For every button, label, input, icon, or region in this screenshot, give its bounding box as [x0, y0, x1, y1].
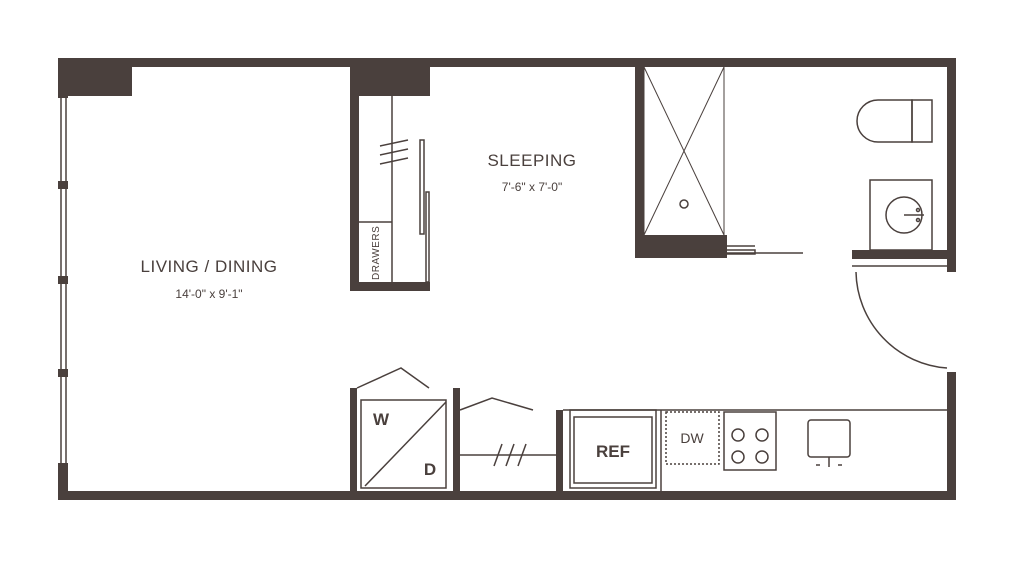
washer-label: W: [373, 410, 390, 429]
entry-door[interactable]: [852, 265, 948, 369]
closet-wall-left: [350, 58, 359, 290]
room-name-living: LIVING / DINING: [141, 257, 278, 276]
wall-right-lower: [947, 372, 956, 500]
closet-wall-bottom: [350, 282, 430, 291]
corner-block-closet: [350, 58, 430, 96]
shower-wall-left: [635, 58, 644, 258]
washer-dryer: [356, 367, 447, 489]
wall-top: [58, 58, 956, 67]
room-dimensions-sleeping: 7'-6" x 7'-0": [502, 180, 562, 194]
room-name-sleeping: SLEEPING: [487, 151, 576, 170]
closet-door: [425, 191, 430, 283]
window-mullion: [58, 463, 68, 500]
bathroom-sink-icon: [869, 179, 933, 251]
pantry-wall-right: [556, 410, 563, 500]
corner-block-left: [58, 58, 132, 96]
laundry-wall-right: [453, 388, 460, 500]
laundry-wall-left: [350, 388, 357, 500]
dishwasher-label: DW: [680, 430, 704, 446]
closet-door: [419, 139, 425, 235]
window-mullion: [58, 276, 68, 284]
cooktop-icon: [723, 411, 777, 471]
pantry-shelf: [459, 397, 556, 467]
kitchen-sink-icon: [807, 419, 851, 467]
window-mullion: [58, 181, 68, 189]
shower-icon: [643, 66, 725, 236]
wall-bottom: [58, 491, 956, 500]
bathroom-wall-bottom: [852, 250, 956, 259]
toilet-icon: [856, 99, 933, 143]
drawers-label: DRAWERS: [371, 226, 382, 280]
wall-right-upper: [947, 58, 956, 272]
window-mullion: [58, 369, 68, 377]
shower-door: [682, 245, 803, 255]
closet: [359, 96, 430, 283]
dryer-label: D: [424, 460, 436, 479]
shower-wall-bottom: [635, 235, 727, 258]
refrigerator-label: REF: [596, 442, 630, 461]
refrigerator: [569, 409, 657, 489]
kitchen-counter: [563, 409, 947, 491]
room-dimensions-living: 14'-0" x 9'-1": [175, 287, 242, 301]
dishwasher: [665, 411, 720, 465]
